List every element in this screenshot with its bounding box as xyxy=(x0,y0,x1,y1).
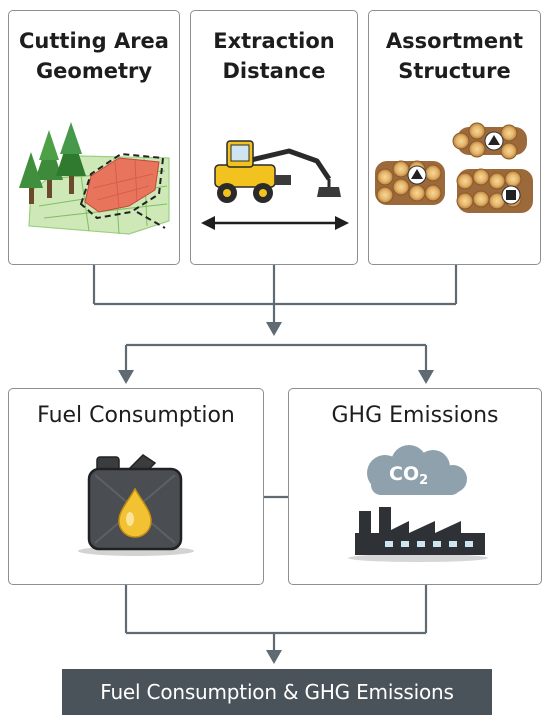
arrow-head xyxy=(266,650,282,664)
card-title: Assortment Structure xyxy=(385,29,524,83)
card-title: Cutting Area Geometry xyxy=(19,29,169,83)
card-title: Fuel Consumption xyxy=(37,403,235,428)
card-title: GHG Emissions xyxy=(331,403,499,428)
arrow-head xyxy=(118,370,134,384)
card-extraction-distance: Extraction Distance xyxy=(190,10,358,265)
card-ghg-emissions: GHG Emissions xyxy=(288,388,542,585)
result-banner: Fuel Consumption & GHG Emissions xyxy=(62,669,492,715)
card-assortment-structure: Assortment Structure xyxy=(368,10,541,265)
co2-label: CO2 xyxy=(389,463,429,488)
arrow-head xyxy=(418,370,434,384)
card-fuel-consumption: Fuel Consumption xyxy=(8,388,264,585)
log-piles-icon xyxy=(375,122,533,213)
arrow-head xyxy=(266,322,282,336)
forwarder-icon xyxy=(201,140,349,230)
fuel-canister-icon xyxy=(78,454,194,556)
card-cutting-area-geometry: Cutting Area Geometry xyxy=(8,10,180,265)
forest-map-icon xyxy=(19,122,170,235)
card-title: Extraction Distance xyxy=(213,29,335,83)
factory-co2-icon: CO2 xyxy=(345,445,491,563)
